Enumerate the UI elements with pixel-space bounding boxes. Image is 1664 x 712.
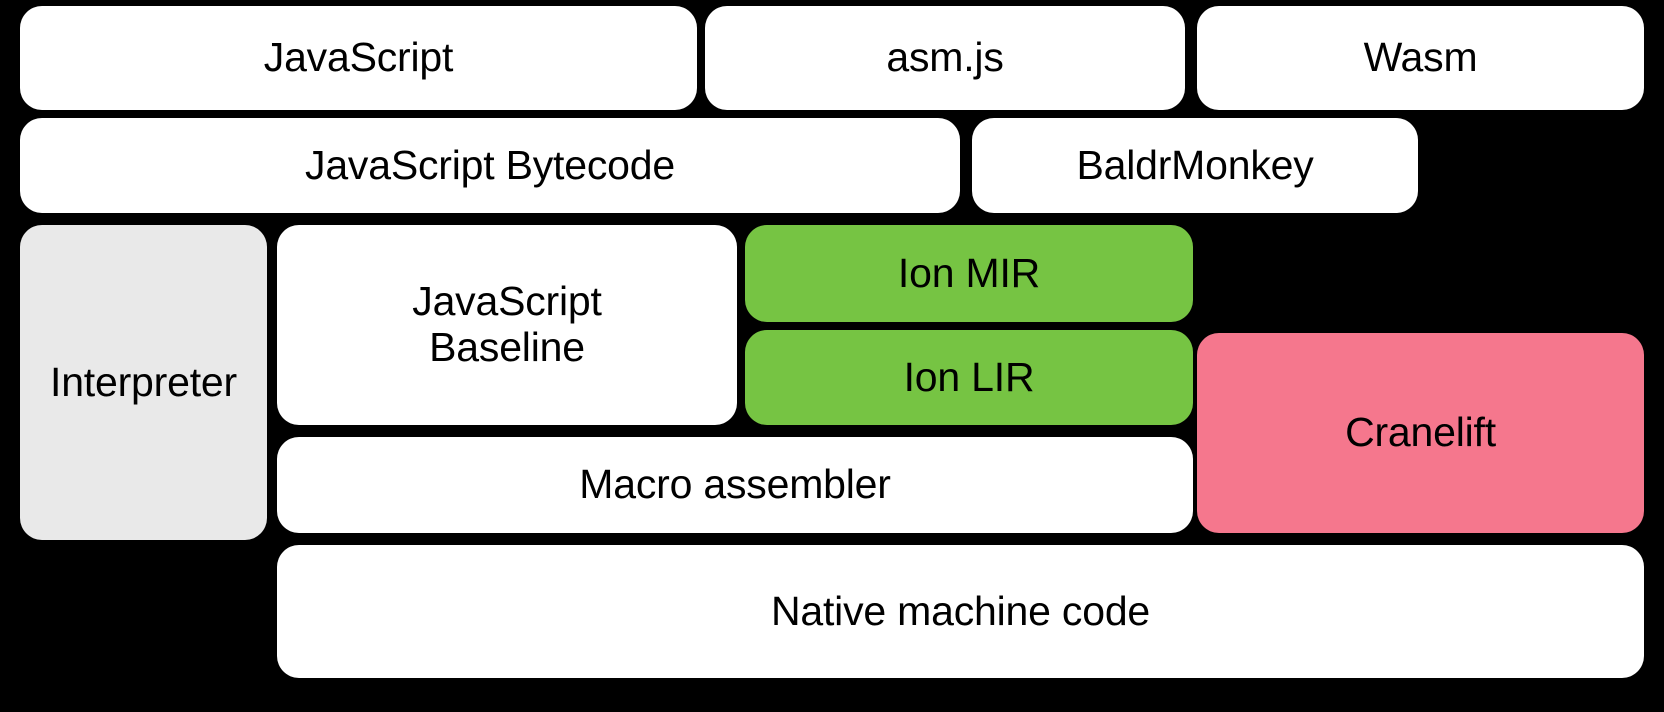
node-javascript-bytecode[interactable]: JavaScript Bytecode <box>20 118 960 213</box>
node-baldrmonkey[interactable]: BaldrMonkey <box>972 118 1418 213</box>
node-javascript[interactable]: JavaScript <box>20 6 697 110</box>
node-ion-lir[interactable]: Ion LIR <box>745 330 1193 425</box>
node-interpreter[interactable]: Interpreter <box>20 225 267 540</box>
node-native-machine-code[interactable]: Native machine code <box>277 545 1644 678</box>
node-wasm[interactable]: Wasm <box>1197 6 1644 110</box>
node-cranelift[interactable]: Cranelift <box>1197 333 1644 533</box>
node-ion-mir[interactable]: Ion MIR <box>745 225 1193 322</box>
node-asm-js[interactable]: asm.js <box>705 6 1185 110</box>
node-macro-assembler[interactable]: Macro assembler <box>277 437 1193 533</box>
node-javascript-baseline[interactable]: JavaScript Baseline <box>277 225 737 425</box>
